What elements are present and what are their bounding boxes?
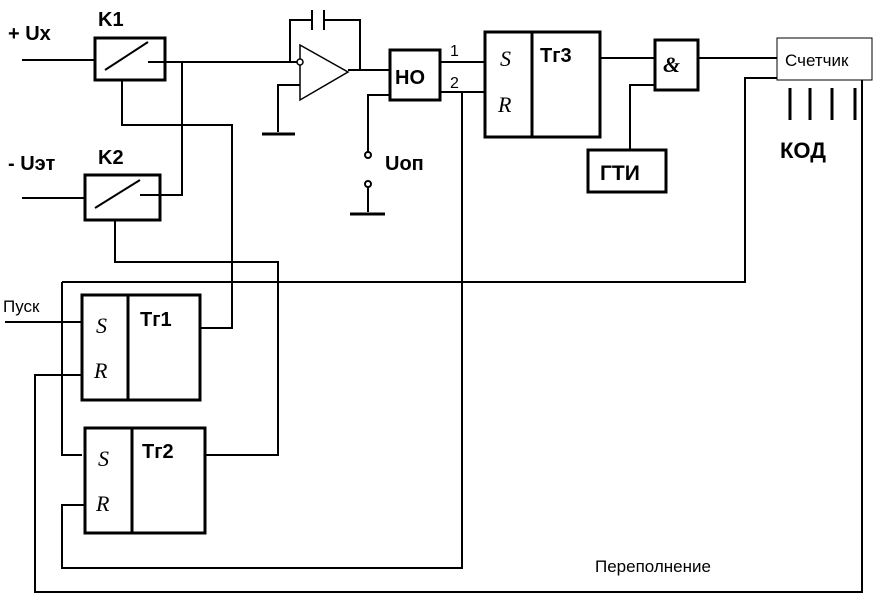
trigger-tg1-r: R [93, 358, 108, 383]
counter-code-label: КОД [780, 138, 826, 163]
trigger-tg3-s: S [500, 46, 511, 71]
input-pusk-label: Пуск [3, 297, 40, 316]
trigger-tg3-body [483, 30, 602, 139]
uop-terminal-bottom [364, 180, 372, 188]
trigger-tg2-body [83, 426, 207, 535]
wire-tg2-to-k2 [114, 220, 279, 456]
wire-feedback-right [324, 19, 361, 70]
opamp-inverting-input [296, 58, 304, 66]
trigger-tg1: S R Тг1 [80, 293, 202, 402]
trigger-tg2: S R Тг2 [83, 426, 207, 535]
trigger-tg2-name: Тг2 [142, 441, 174, 463]
comparator-out2-label: 2 [450, 75, 459, 92]
and-gate [653, 38, 700, 92]
trigger-tg2-s: S [98, 446, 109, 471]
and-gate-label: & [663, 52, 680, 77]
switch-k1-contact [104, 41, 149, 71]
trigger-tg3-name: Тг3 [540, 45, 572, 67]
switch-k2-contact [94, 179, 141, 209]
overflow-label: Переполнение [595, 557, 711, 576]
switch-k2-label: K2 [98, 147, 124, 169]
trigger-tg2-r: R [95, 491, 110, 516]
wire-feedback-left [289, 19, 312, 62]
switch-k2: K2 [83, 147, 162, 222]
gti-box [586, 148, 668, 194]
counter-box [776, 37, 873, 81]
wire-overflow-to-tg1-r [34, 78, 863, 593]
wire-k2-to-integrator [160, 62, 183, 196]
wire-no-out2-to-tg2-r [61, 92, 463, 569]
input-ux-label: + Ux [8, 23, 51, 45]
trigger-tg1-name: Тг1 [140, 309, 172, 331]
wire-integrator-ground [277, 84, 300, 132]
wire-counter-reset [62, 77, 777, 283]
integrator-opamp [299, 43, 350, 102]
wires [5, 19, 863, 593]
uop-terminal-top [364, 151, 372, 159]
comparator-label: НО [395, 67, 425, 89]
switch-k1-label: K1 [98, 9, 124, 31]
comparator-box [388, 48, 442, 102]
counter-label: Счетчик [785, 51, 849, 70]
input-uop-label: Uоп [385, 153, 424, 175]
switch-k2-body [83, 173, 162, 222]
input-uet-label: - Uэт [8, 153, 55, 175]
switch-k1: K1 [93, 9, 167, 82]
trigger-tg3: S R Тг3 [483, 30, 602, 139]
comparator-out1-label: 1 [450, 43, 459, 60]
trigger-tg1-s: S [96, 313, 107, 338]
switch-k1-body [93, 36, 167, 82]
gti-label: ГТИ [600, 162, 640, 185]
trigger-tg3-r: R [497, 92, 512, 117]
wire-uop-to-no [367, 94, 390, 152]
wire-tg1-to-k1 [121, 80, 233, 329]
trigger-tg1-body [80, 293, 202, 402]
wire-pusk-to-tg2-s [61, 322, 82, 456]
wire-gti-to-and [629, 84, 655, 150]
